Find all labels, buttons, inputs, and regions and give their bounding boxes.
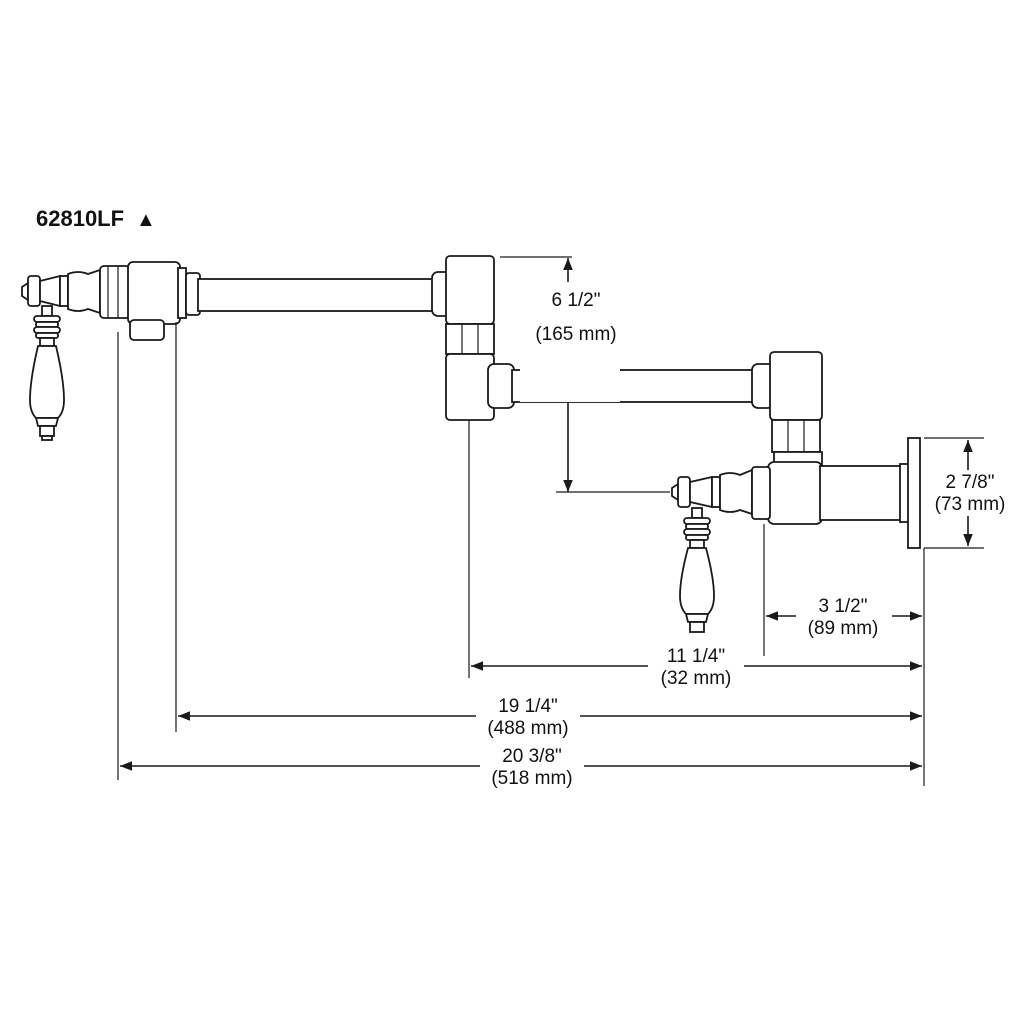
dim-elbow-to-wall: 11 1/4" (32 mm)	[471, 644, 922, 690]
dim-spout-body-to-wall-mm: (488 mm)	[487, 718, 568, 739]
dim-valve-to-wall-mm: (89 mm)	[808, 618, 879, 639]
dim-wall-plate-height: 2 7/8" (73 mm)	[928, 440, 1020, 546]
lower-handle	[671, 466, 771, 633]
lower-spout-arm	[487, 351, 823, 453]
model-triangle-symbol: ▲	[136, 209, 156, 231]
model-number: 62810LF	[36, 206, 124, 231]
upper-handle	[21, 265, 131, 441]
dim-overall-length-in: 20 3/8"	[502, 746, 562, 767]
dim-wall-plate-height-in: 2 7/8"	[945, 472, 994, 493]
dim-elbow-to-wall-in: 11 1/4"	[667, 646, 725, 667]
dim-spout-body-to-wall: 19 1/4" (488 mm)	[178, 694, 922, 740]
dim-valve-to-wall: 3 1/2" (89 mm)	[766, 594, 922, 640]
dim-valve-to-wall-in: 3 1/2"	[818, 596, 867, 617]
dim-vertical-offset-mm: (165 mm)	[535, 324, 616, 345]
dim-spout-body-to-wall-in: 19 1/4"	[498, 696, 558, 717]
dim-overall-length-mm: (518 mm)	[491, 768, 572, 789]
dim-overall-length: 20 3/8" (518 mm)	[120, 744, 922, 790]
dim-wall-plate-height-mm: (73 mm)	[935, 494, 1006, 515]
upper-spout-body	[127, 255, 495, 421]
valve-body	[767, 437, 921, 549]
model-label: 62810LF ▲	[36, 206, 156, 231]
dim-vertical-offset: 6 1/2" (165 mm)	[520, 258, 620, 492]
extension-lines	[117, 256, 984, 786]
dim-vertical-offset-in: 6 1/2"	[551, 290, 600, 311]
dim-elbow-to-wall-mm: (32 mm)	[661, 668, 732, 689]
